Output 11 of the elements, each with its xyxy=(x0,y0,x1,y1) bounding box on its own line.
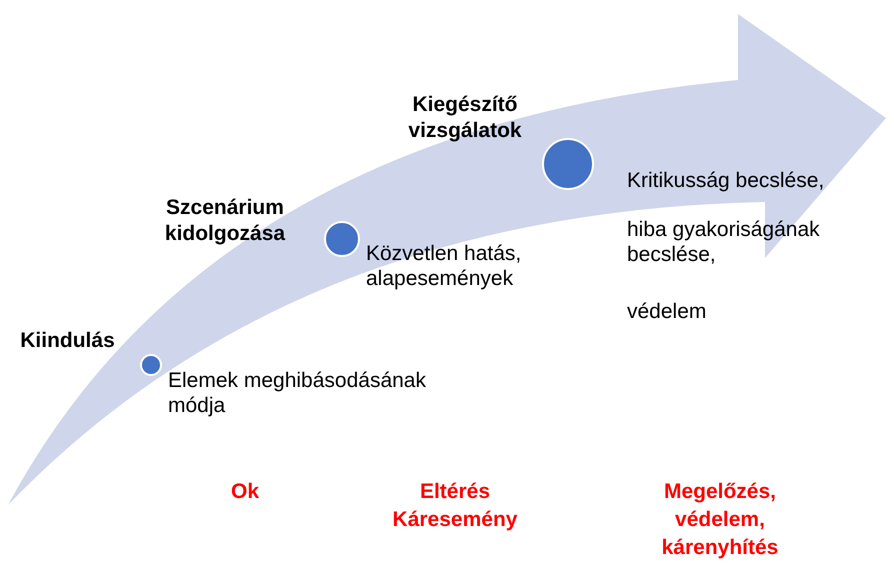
milestone-description: Közvetlen hatás, alapesemények xyxy=(366,241,522,291)
phase-label: Ok xyxy=(230,479,260,505)
milestone-heading: Szcenárium kidolgozása xyxy=(164,195,286,247)
milestone-heading: Kiindulás xyxy=(19,328,116,354)
milestone-description: Elemek meghibásodásának módja xyxy=(168,368,427,418)
milestone-description: védelem xyxy=(627,299,708,324)
milestone-description: Kritikusság becslése, xyxy=(627,168,826,193)
phase-label: Eltérés Káresemény xyxy=(392,479,518,533)
milestone-description: hiba gyakoriságának becslése, xyxy=(627,217,821,267)
phase-label: Megelőzés, védelem, kárenyhítés xyxy=(660,479,780,561)
milestone-heading: Kiegészítő vizsgálatok xyxy=(407,92,523,144)
